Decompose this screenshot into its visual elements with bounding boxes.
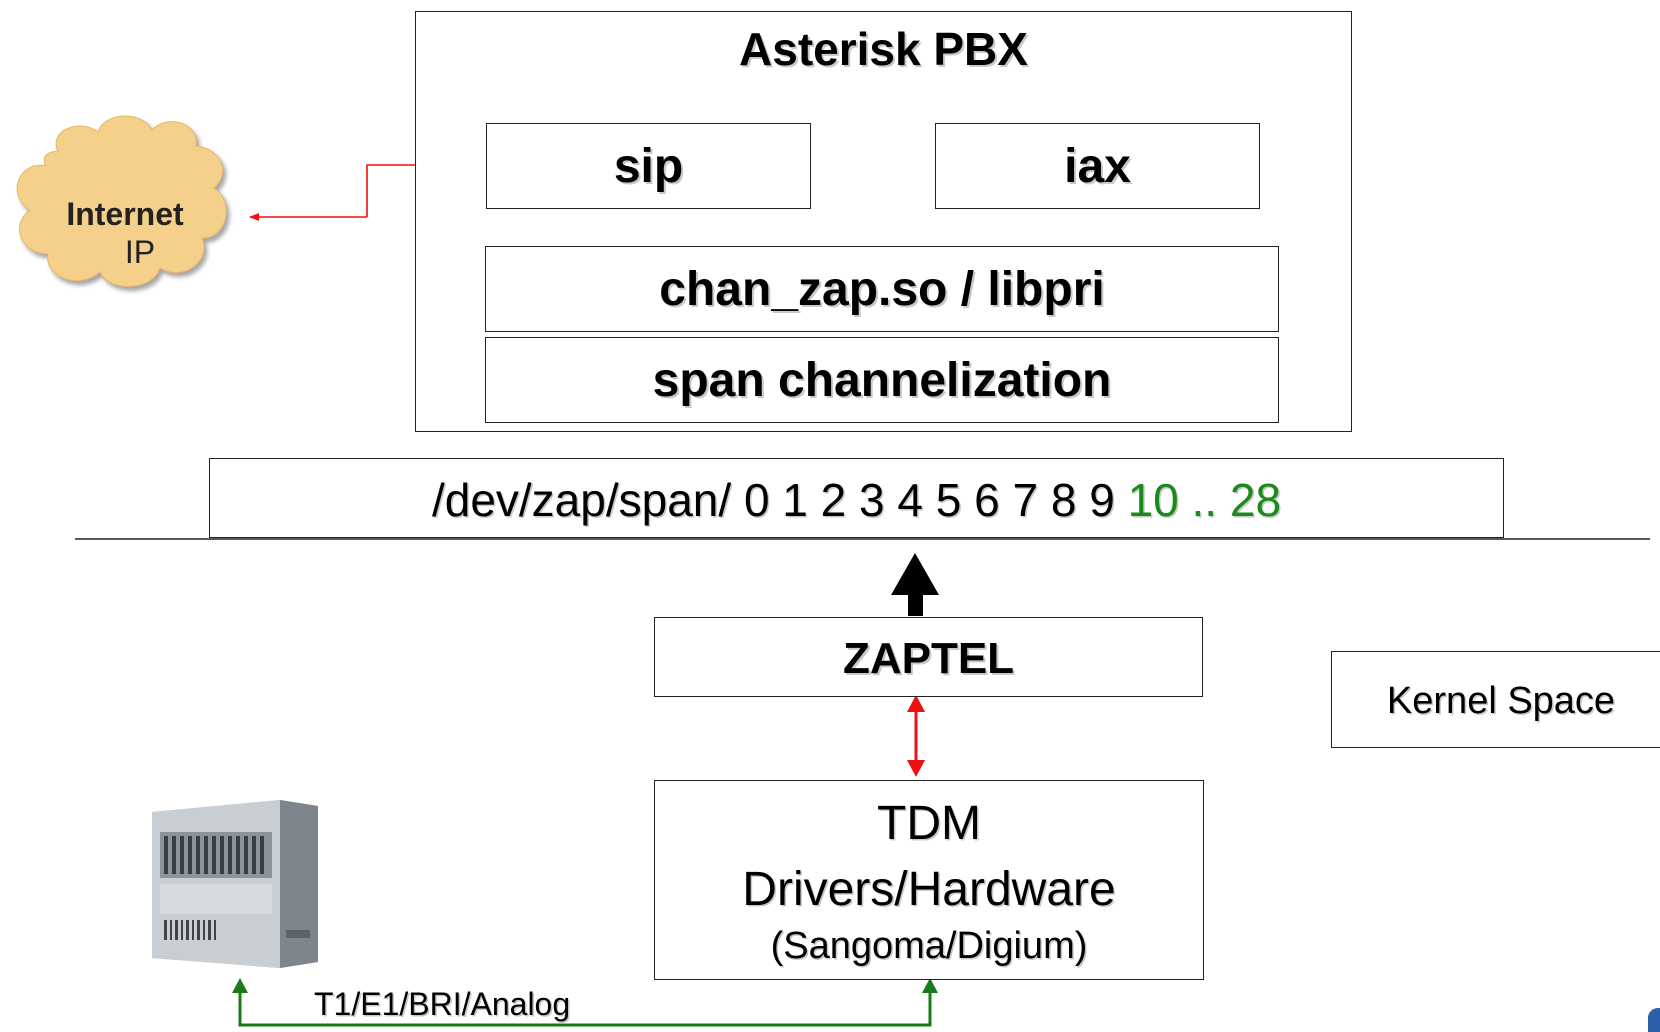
dev-zap-span-numbers-extra: 10 .. 28 [1127,474,1282,526]
chan-zap-module [485,246,1279,332]
zaptel-label: ZAPTEL [842,634,1015,683]
kernel-space-box [1331,651,1660,748]
chan-zap-label: chan_zap.so / libpri [659,263,1105,316]
server-chassis-icon [152,800,318,968]
corner-mark [1648,1008,1660,1032]
span-channelization-module [485,337,1279,423]
zaptel-box [654,617,1203,697]
dev-zap-span-box [209,458,1504,538]
dev-zap-path: /dev/zap/span/ [431,474,732,526]
internet-label: Internet [66,196,184,232]
internet-ip-label: IP [124,234,156,270]
sip-label: sip [613,140,684,193]
tdm-line1: TDM [877,797,981,850]
iax-label: iax [1064,140,1131,193]
sip-module [486,123,811,209]
asterisk-pbx-title: Asterisk PBX [739,23,1028,75]
tdm-line3: (Sangoma/Digium) [770,925,1088,967]
iax-module [935,123,1260,209]
zaptel-tdm-link [907,695,925,777]
span-channelization-label: span channelization [652,354,1112,407]
up-arrow-icon [891,553,939,616]
t1-e1-bri-analog-label: T1/E1/BRI/Analog [314,986,571,1022]
tdm-drivers-box [654,780,1204,980]
internet-cloud-icon [16,115,227,287]
t1-e1-link [232,978,938,1027]
dev-zap-span-numbers: 0 1 2 3 4 5 6 7 8 9 [743,474,1115,526]
dev-zap-span-label: /dev/zap/span/ 0 1 2 3 4 5 6 7 8 9 10 ..… [209,473,1504,527]
tdm-line2: Drivers/Hardware [742,863,1116,916]
kernel-space-label: Kernel Space [1386,680,1616,722]
